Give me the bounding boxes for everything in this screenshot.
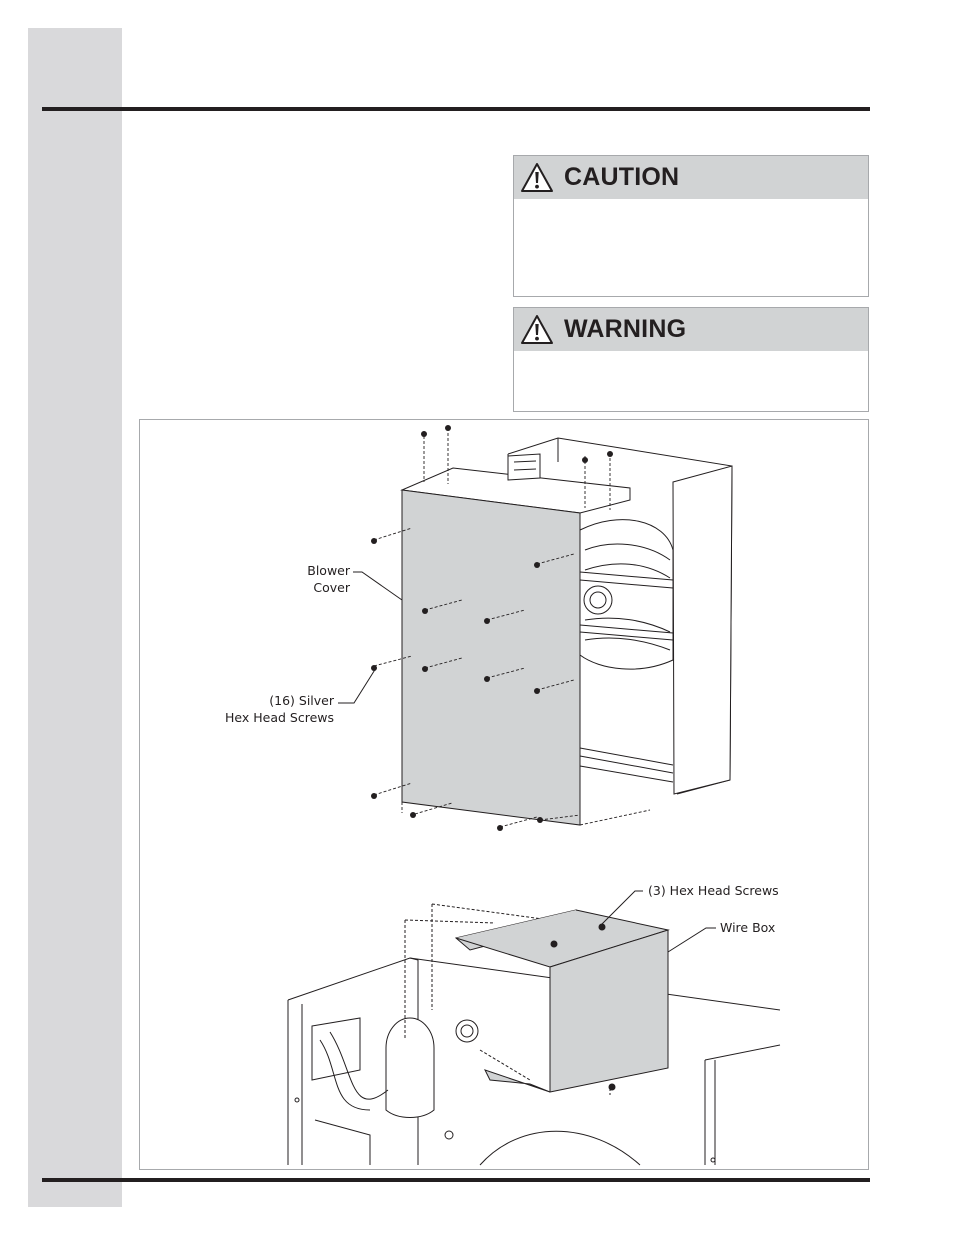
- hex-screws-callout: (3) Hex Head Screws: [648, 883, 779, 898]
- wire-box-callout: Wire Box: [720, 920, 776, 935]
- silver-screws-callout-line2: Hex Head Screws: [225, 710, 334, 725]
- side-band: [28, 28, 122, 1207]
- warning-label: WARNING: [564, 315, 687, 343]
- exclamation-triangle-icon: [521, 314, 553, 344]
- header-rule: [42, 107, 870, 111]
- figure-frame: Blower Cover (16) Silver Hex Head Screws…: [139, 419, 869, 1170]
- blower-cover-callout-line1: Blower: [307, 563, 350, 578]
- caution-header: CAUTION: [514, 156, 868, 199]
- blower-cover-callout: Blower Cover: [290, 562, 350, 596]
- silver-screws-callout: (16) Silver Hex Head Screws: [220, 692, 334, 726]
- warning-box: WARNING: [513, 307, 869, 412]
- blower-cover-diagram: [338, 425, 733, 831]
- silver-screws-callout-line1: (16) Silver: [269, 693, 334, 708]
- wire-box-diagram: [287, 890, 781, 1166]
- caution-label: CAUTION: [564, 163, 680, 191]
- exclamation-triangle-icon: [521, 162, 553, 192]
- warning-header: WARNING: [514, 308, 868, 351]
- blower-cover-callout-line2: Cover: [313, 580, 350, 595]
- caution-box: CAUTION: [513, 155, 869, 297]
- footer-rule: [42, 1178, 870, 1182]
